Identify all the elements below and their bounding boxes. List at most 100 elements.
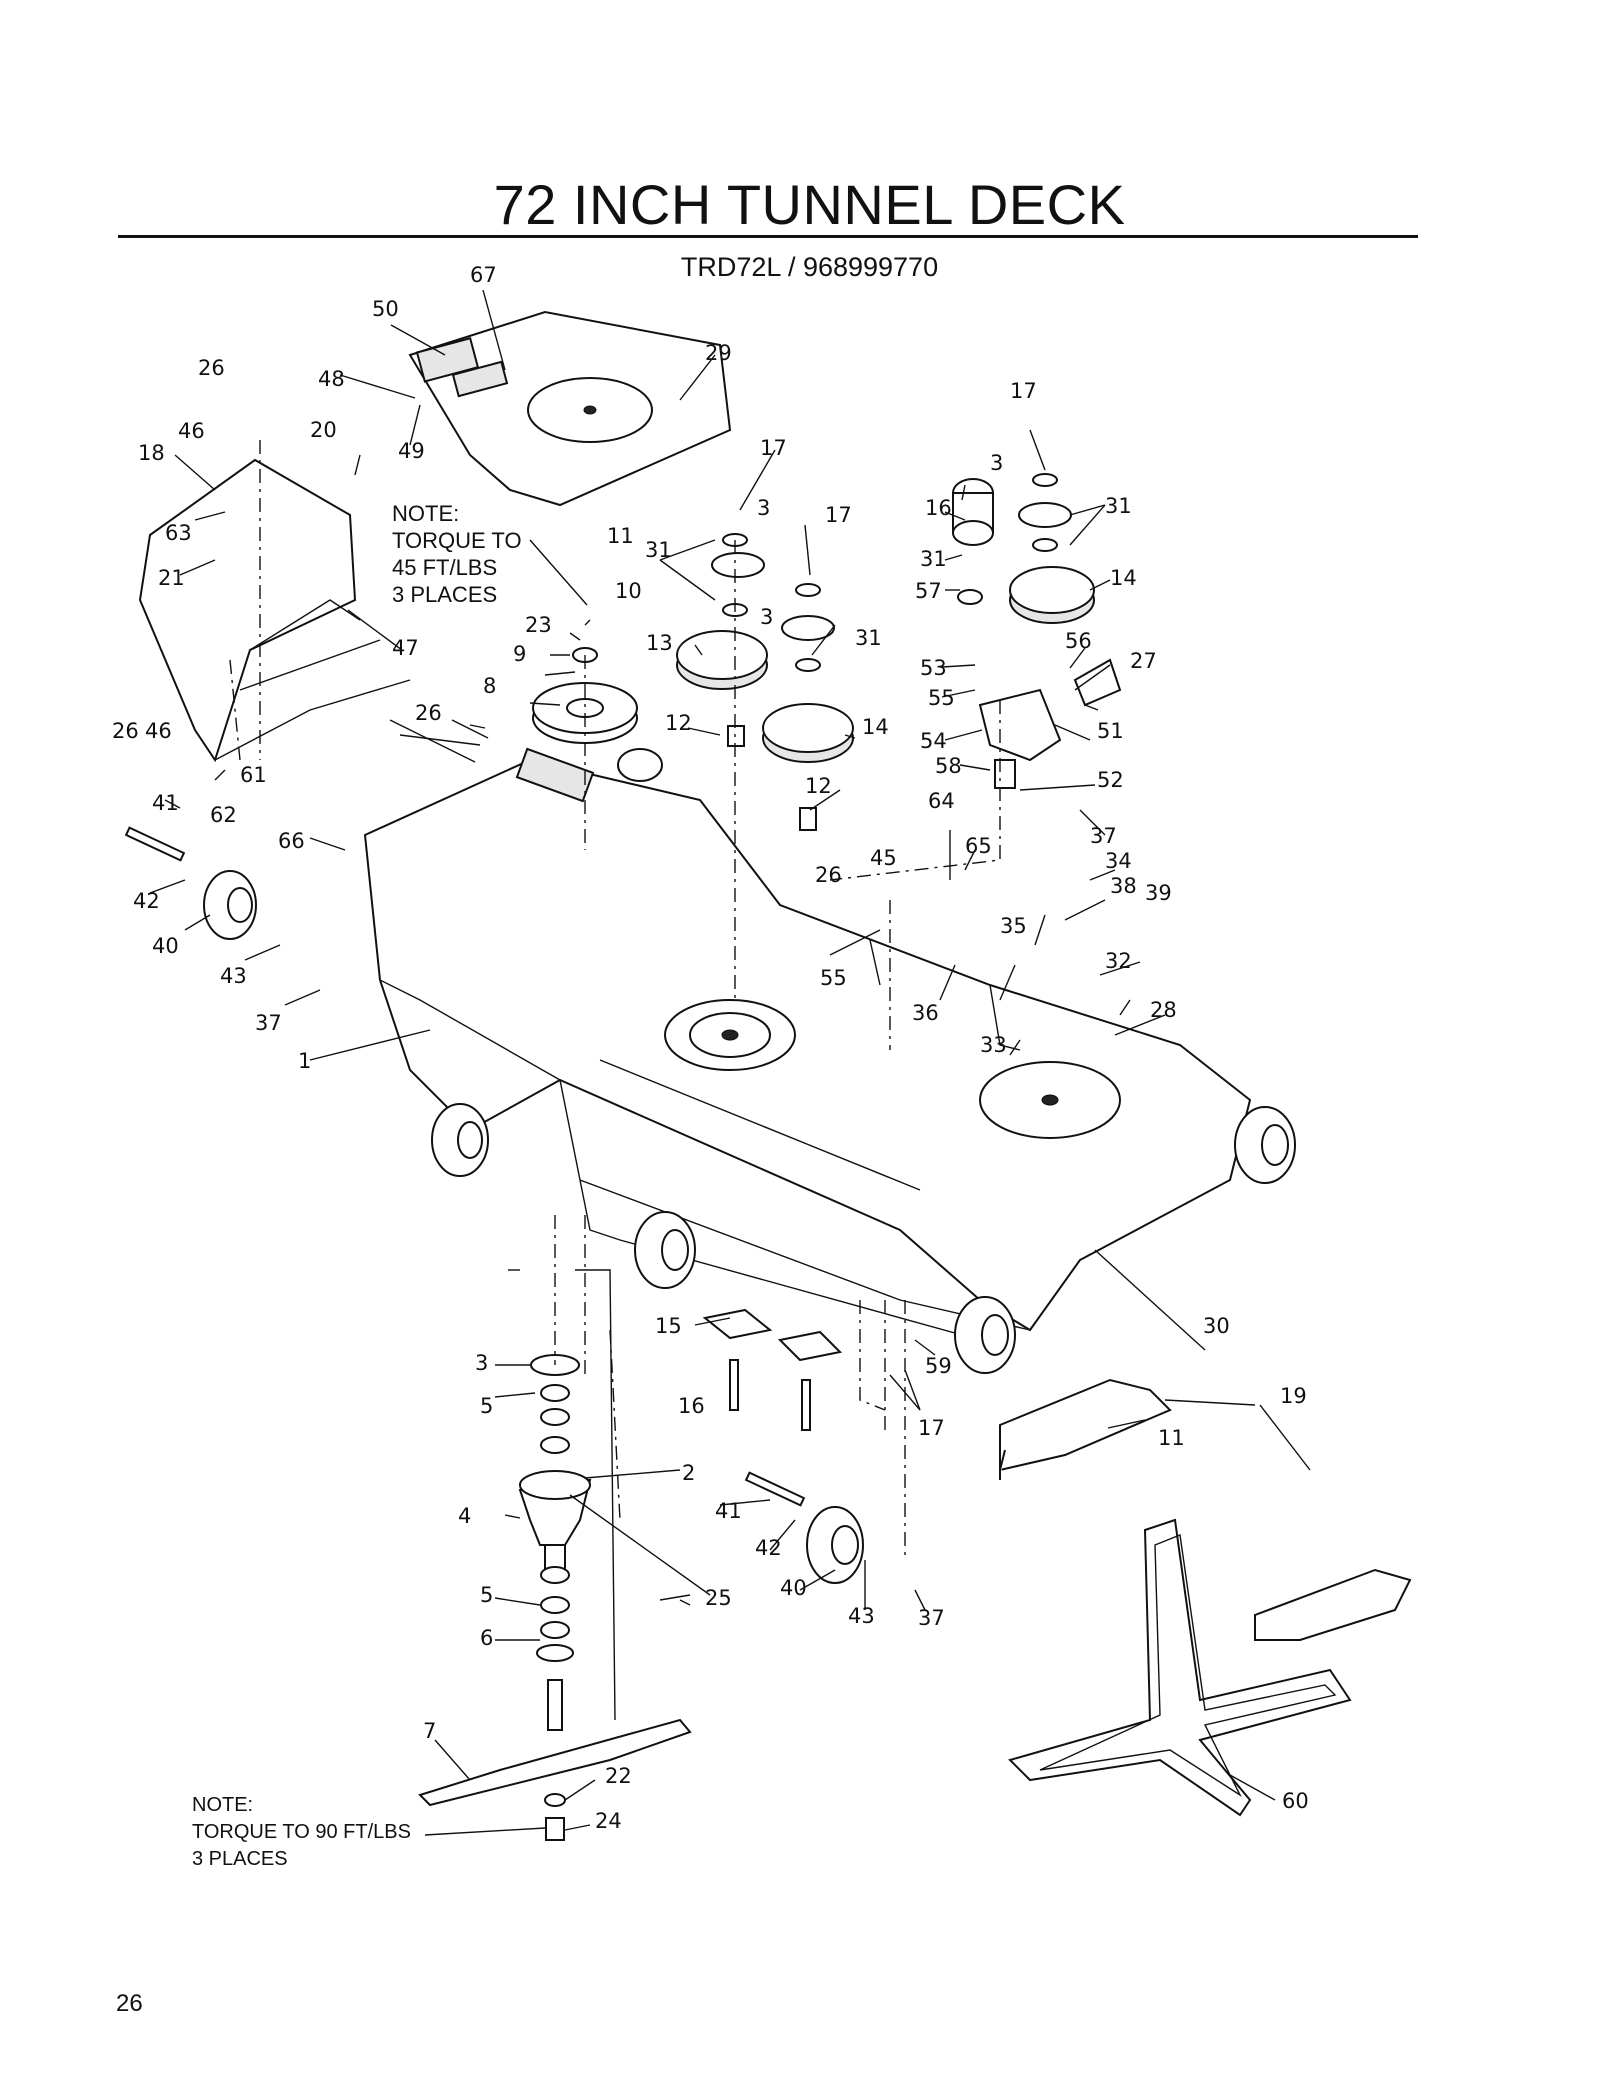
deck-shell [363, 747, 1252, 1341]
standalone-wheels [124, 826, 864, 1584]
callout-3: 3 [990, 451, 1003, 475]
callout-26: 26 [415, 701, 442, 725]
callout-20: 20 [310, 418, 337, 442]
callout-37: 37 [1090, 824, 1117, 848]
callout-66: 66 [278, 829, 305, 853]
callout-57: 57 [915, 579, 942, 603]
washers [572, 473, 1072, 831]
callout-47: 47 [392, 636, 419, 660]
callout-65: 65 [965, 834, 992, 858]
callout-39: 39 [1145, 881, 1172, 905]
drive-belt [1008, 1518, 1352, 1817]
callout-24: 24 [595, 1809, 622, 1833]
callout-31: 31 [645, 538, 672, 562]
leader-lines [149, 289, 1311, 1836]
callout-3: 3 [760, 605, 773, 629]
callout-38: 38 [1110, 874, 1137, 898]
callout-17: 17 [825, 503, 852, 527]
callout-41: 41 [152, 791, 179, 815]
callout-35: 35 [1000, 914, 1027, 938]
callout-17: 17 [760, 436, 787, 460]
callout-1: 1 [298, 1049, 311, 1073]
callout-34: 34 [1105, 849, 1132, 873]
callout-numbers: 67 50 29 26 48 46 20 18 49 63 21 17 3 31… [112, 263, 1309, 1833]
callout-58: 58 [935, 754, 962, 778]
callout-12: 12 [805, 774, 832, 798]
callout-37: 37 [255, 1011, 282, 1035]
callout-32: 32 [1105, 949, 1132, 973]
callout-23: 23 [525, 613, 552, 637]
callout-60: 60 [1282, 1789, 1309, 1813]
note-line: 3 PLACES [392, 582, 498, 607]
baffles [702, 1308, 843, 1431]
callout-17: 17 [918, 1416, 945, 1440]
callout-27: 27 [1130, 649, 1157, 673]
callout-43: 43 [848, 1604, 875, 1628]
callout-42: 42 [755, 1536, 782, 1560]
callout-14: 14 [1110, 566, 1137, 590]
callout-50: 50 [372, 297, 399, 321]
callout-31: 31 [920, 547, 947, 571]
callout-46: 46 [145, 719, 172, 743]
callout-33: 33 [980, 1033, 1007, 1057]
callout-25: 25 [705, 1586, 732, 1610]
callout-42: 42 [133, 889, 160, 913]
callout-61: 61 [240, 763, 267, 787]
title-rule [118, 235, 1418, 238]
torque-note-top: NOTE: TORQUE TO 45 FT/LBS 3 PLACES [392, 500, 522, 608]
page-number: 26 [116, 1990, 143, 2017]
callout-26: 26 [112, 719, 139, 743]
note-line: TORQUE TO 90 FT/LBS [192, 1821, 411, 1843]
callout-9: 9 [513, 642, 526, 666]
torque-note-bottom: NOTE: TORQUE TO 90 FT/LBS 3 PLACES [192, 1792, 411, 1873]
deck-cover [408, 310, 732, 507]
note-line: NOTE: [392, 501, 460, 526]
callout-5: 5 [480, 1394, 493, 1418]
callout-15: 15 [655, 1314, 682, 1338]
callout-3: 3 [475, 1351, 488, 1375]
callout-16: 16 [678, 1394, 705, 1418]
callout-31: 31 [855, 626, 882, 650]
callout-22: 22 [605, 1764, 632, 1788]
callout-53: 53 [920, 656, 947, 680]
callout-43: 43 [220, 964, 247, 988]
callout-10: 10 [615, 579, 642, 603]
callout-63: 63 [165, 521, 192, 545]
callout-16: 16 [925, 496, 952, 520]
callout-2: 2 [682, 1461, 695, 1485]
note-line: 45 FT/LBS [392, 555, 498, 580]
model-number: TRD72L / 968999770 [680, 252, 939, 282]
callout-4: 4 [458, 1504, 471, 1528]
callout-62: 62 [210, 803, 237, 827]
callout-49: 49 [398, 439, 425, 463]
callout-51: 51 [1097, 719, 1124, 743]
callout-30: 30 [1203, 1314, 1230, 1338]
callout-41: 41 [715, 1499, 742, 1523]
callout-3: 3 [757, 496, 770, 520]
callout-29: 29 [705, 341, 732, 365]
callout-11: 11 [1158, 1426, 1185, 1450]
page-title: 72 INCH TUNNEL DECK [493, 173, 1126, 236]
callout-36: 36 [912, 1001, 939, 1025]
callout-31: 31 [1105, 494, 1132, 518]
callout-59: 59 [925, 1354, 952, 1378]
callout-13: 13 [646, 631, 673, 655]
callout-21: 21 [158, 566, 185, 590]
callout-6: 6 [480, 1626, 493, 1650]
deck-wheels [431, 748, 1296, 1374]
roller-brackets [999, 1378, 1412, 1641]
callout-8: 8 [483, 674, 496, 698]
note-line: TORQUE TO [392, 528, 522, 553]
callout-5: 5 [480, 1583, 493, 1607]
callout-12: 12 [665, 711, 692, 735]
callout-37: 37 [918, 1606, 945, 1630]
callout-64: 64 [928, 789, 955, 813]
note-line: NOTE: [192, 1794, 254, 1816]
callout-48: 48 [318, 367, 345, 391]
callout-14: 14 [862, 715, 889, 739]
callout-52: 52 [1097, 768, 1124, 792]
note-line: 3 PLACES [192, 1848, 288, 1870]
pulleys [532, 478, 1095, 763]
callout-19: 19 [1280, 1384, 1307, 1408]
callout-11: 11 [607, 524, 634, 548]
